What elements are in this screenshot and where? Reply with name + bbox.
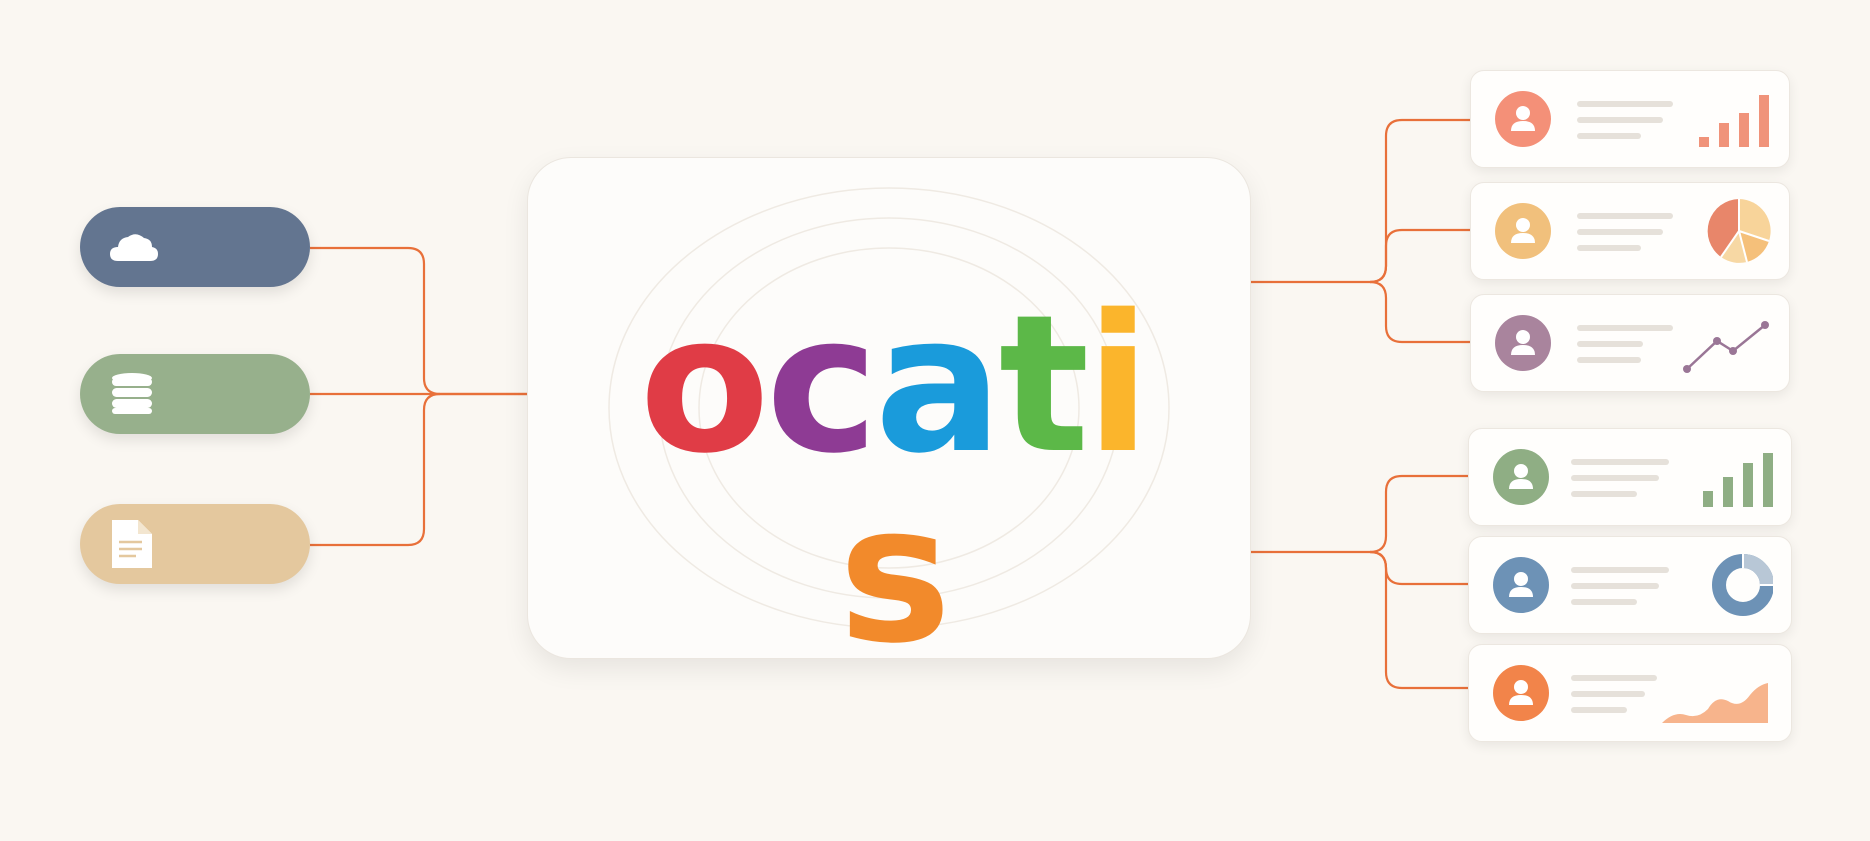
database-icon: [108, 372, 160, 416]
connector-card-4: [1249, 474, 1470, 554]
ocatis-logo: ocatis: [628, 290, 1158, 659]
donut-chart-icon: [1712, 554, 1773, 616]
database-source[interactable]: [80, 354, 310, 434]
user-icon: [1495, 91, 1551, 147]
central-hub: ocatis: [527, 157, 1251, 659]
logo-letter-c: c: [765, 274, 879, 495]
area-chart-icon: [1662, 683, 1768, 723]
user-icon: [1495, 315, 1551, 371]
logo-letter-s: s: [838, 464, 951, 659]
text-placeholder: [1577, 213, 1677, 261]
pie-chart-icon: [1707, 199, 1771, 263]
user-icon: [1493, 557, 1549, 613]
output-card-6[interactable]: [1468, 644, 1792, 742]
connector-card-3: [1369, 280, 1470, 344]
output-card-4[interactable]: [1468, 428, 1792, 526]
output-card-3[interactable]: [1470, 294, 1790, 392]
text-placeholder: [1571, 675, 1671, 723]
logo-letter-t: t: [998, 274, 1090, 495]
output-card-5[interactable]: [1468, 536, 1792, 634]
document-icon: [108, 520, 160, 568]
user-icon: [1493, 449, 1549, 505]
connector-cloud: [310, 246, 527, 396]
output-card-1[interactable]: [1470, 70, 1790, 168]
document-source[interactable]: [80, 504, 310, 584]
user-icon: [1495, 203, 1551, 259]
bar-chart-icon: [1703, 453, 1773, 507]
text-placeholder: [1577, 325, 1677, 373]
connector-card-2: [1369, 228, 1470, 284]
logo-letter-a: a: [874, 274, 1003, 495]
output-card-2[interactable]: [1470, 182, 1790, 280]
hub-halo: [608, 187, 1170, 629]
line-chart-icon: [1683, 321, 1769, 373]
connector-document: [310, 392, 441, 547]
bar-chart-icon: [1699, 95, 1769, 147]
text-placeholder: [1571, 459, 1671, 507]
user-icon: [1493, 665, 1549, 721]
connector-card-6: [1369, 550, 1470, 690]
cloud-icon: [108, 225, 160, 269]
logo-letter-i: i: [1085, 274, 1151, 495]
text-placeholder: [1577, 101, 1677, 149]
cloud-source[interactable]: [80, 207, 310, 287]
connector-card-1: [1249, 118, 1470, 284]
logo-letter-o: o: [639, 274, 770, 495]
text-placeholder: [1571, 567, 1671, 615]
